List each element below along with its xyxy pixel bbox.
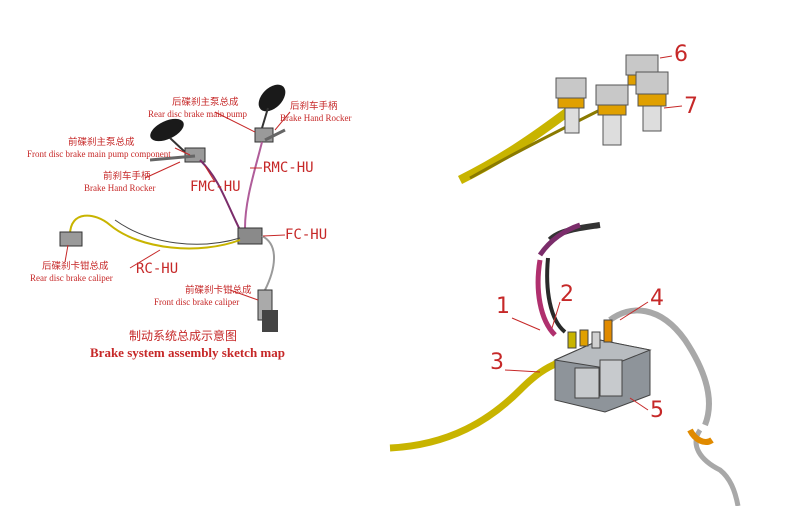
rear-pump-en-label: Rear disc brake main pump	[148, 109, 247, 119]
label-4: 4	[650, 286, 664, 311]
label-7: 7	[684, 94, 698, 119]
rear-rocker-en-label: Brake Hand Rocker	[280, 113, 352, 123]
front-master-pump	[184, 147, 206, 163]
rmc-hu-label: RMC-HU	[263, 160, 314, 176]
fmc-hu-label: FMC-HU	[190, 179, 241, 195]
diagram-title-en: Brake system assembly sketch map	[90, 345, 285, 360]
front-caliper-en-label: Front disc brake caliper	[154, 297, 240, 307]
front-pump-en-label: Front disc brake main pump component	[27, 149, 171, 159]
rear-rocker-cn-label: 后刹车手柄	[290, 101, 338, 112]
rear-caliper-cn-label: 后碟刹卡钳总成	[42, 261, 109, 272]
rc-hu-label: RC-HU	[136, 261, 179, 277]
bolt-1	[555, 77, 587, 134]
front-rocker-cn-label: 前刹车手柄	[103, 171, 151, 182]
front-caliper-cn-label: 前碟刹卡钳总成	[185, 285, 252, 296]
label-2: 2	[560, 282, 574, 307]
label-3: 3	[490, 350, 504, 375]
label-6: 6	[674, 42, 688, 67]
rear-caliper	[59, 231, 83, 247]
front-mirror	[150, 118, 184, 142]
rear-pump-cn-label: 后碟刹主泵总成	[172, 97, 239, 108]
hu-unit	[553, 319, 652, 413]
label-5: 5	[650, 398, 664, 423]
front-pump-cn-label: 前碟刹主泵总成	[68, 137, 135, 148]
diagram-title-cn: 制动系统总成示意图	[129, 329, 238, 343]
bolt-7	[635, 71, 669, 132]
bolt-2	[595, 84, 629, 146]
label-1: 1	[496, 294, 510, 319]
rear-caliper-en-label: Rear disc brake caliper	[30, 273, 113, 283]
fc-hu-label: FC-HU	[285, 227, 328, 243]
front-rocker-en-label: Brake Hand Rocker	[84, 183, 156, 193]
rear-mirror	[258, 84, 286, 112]
